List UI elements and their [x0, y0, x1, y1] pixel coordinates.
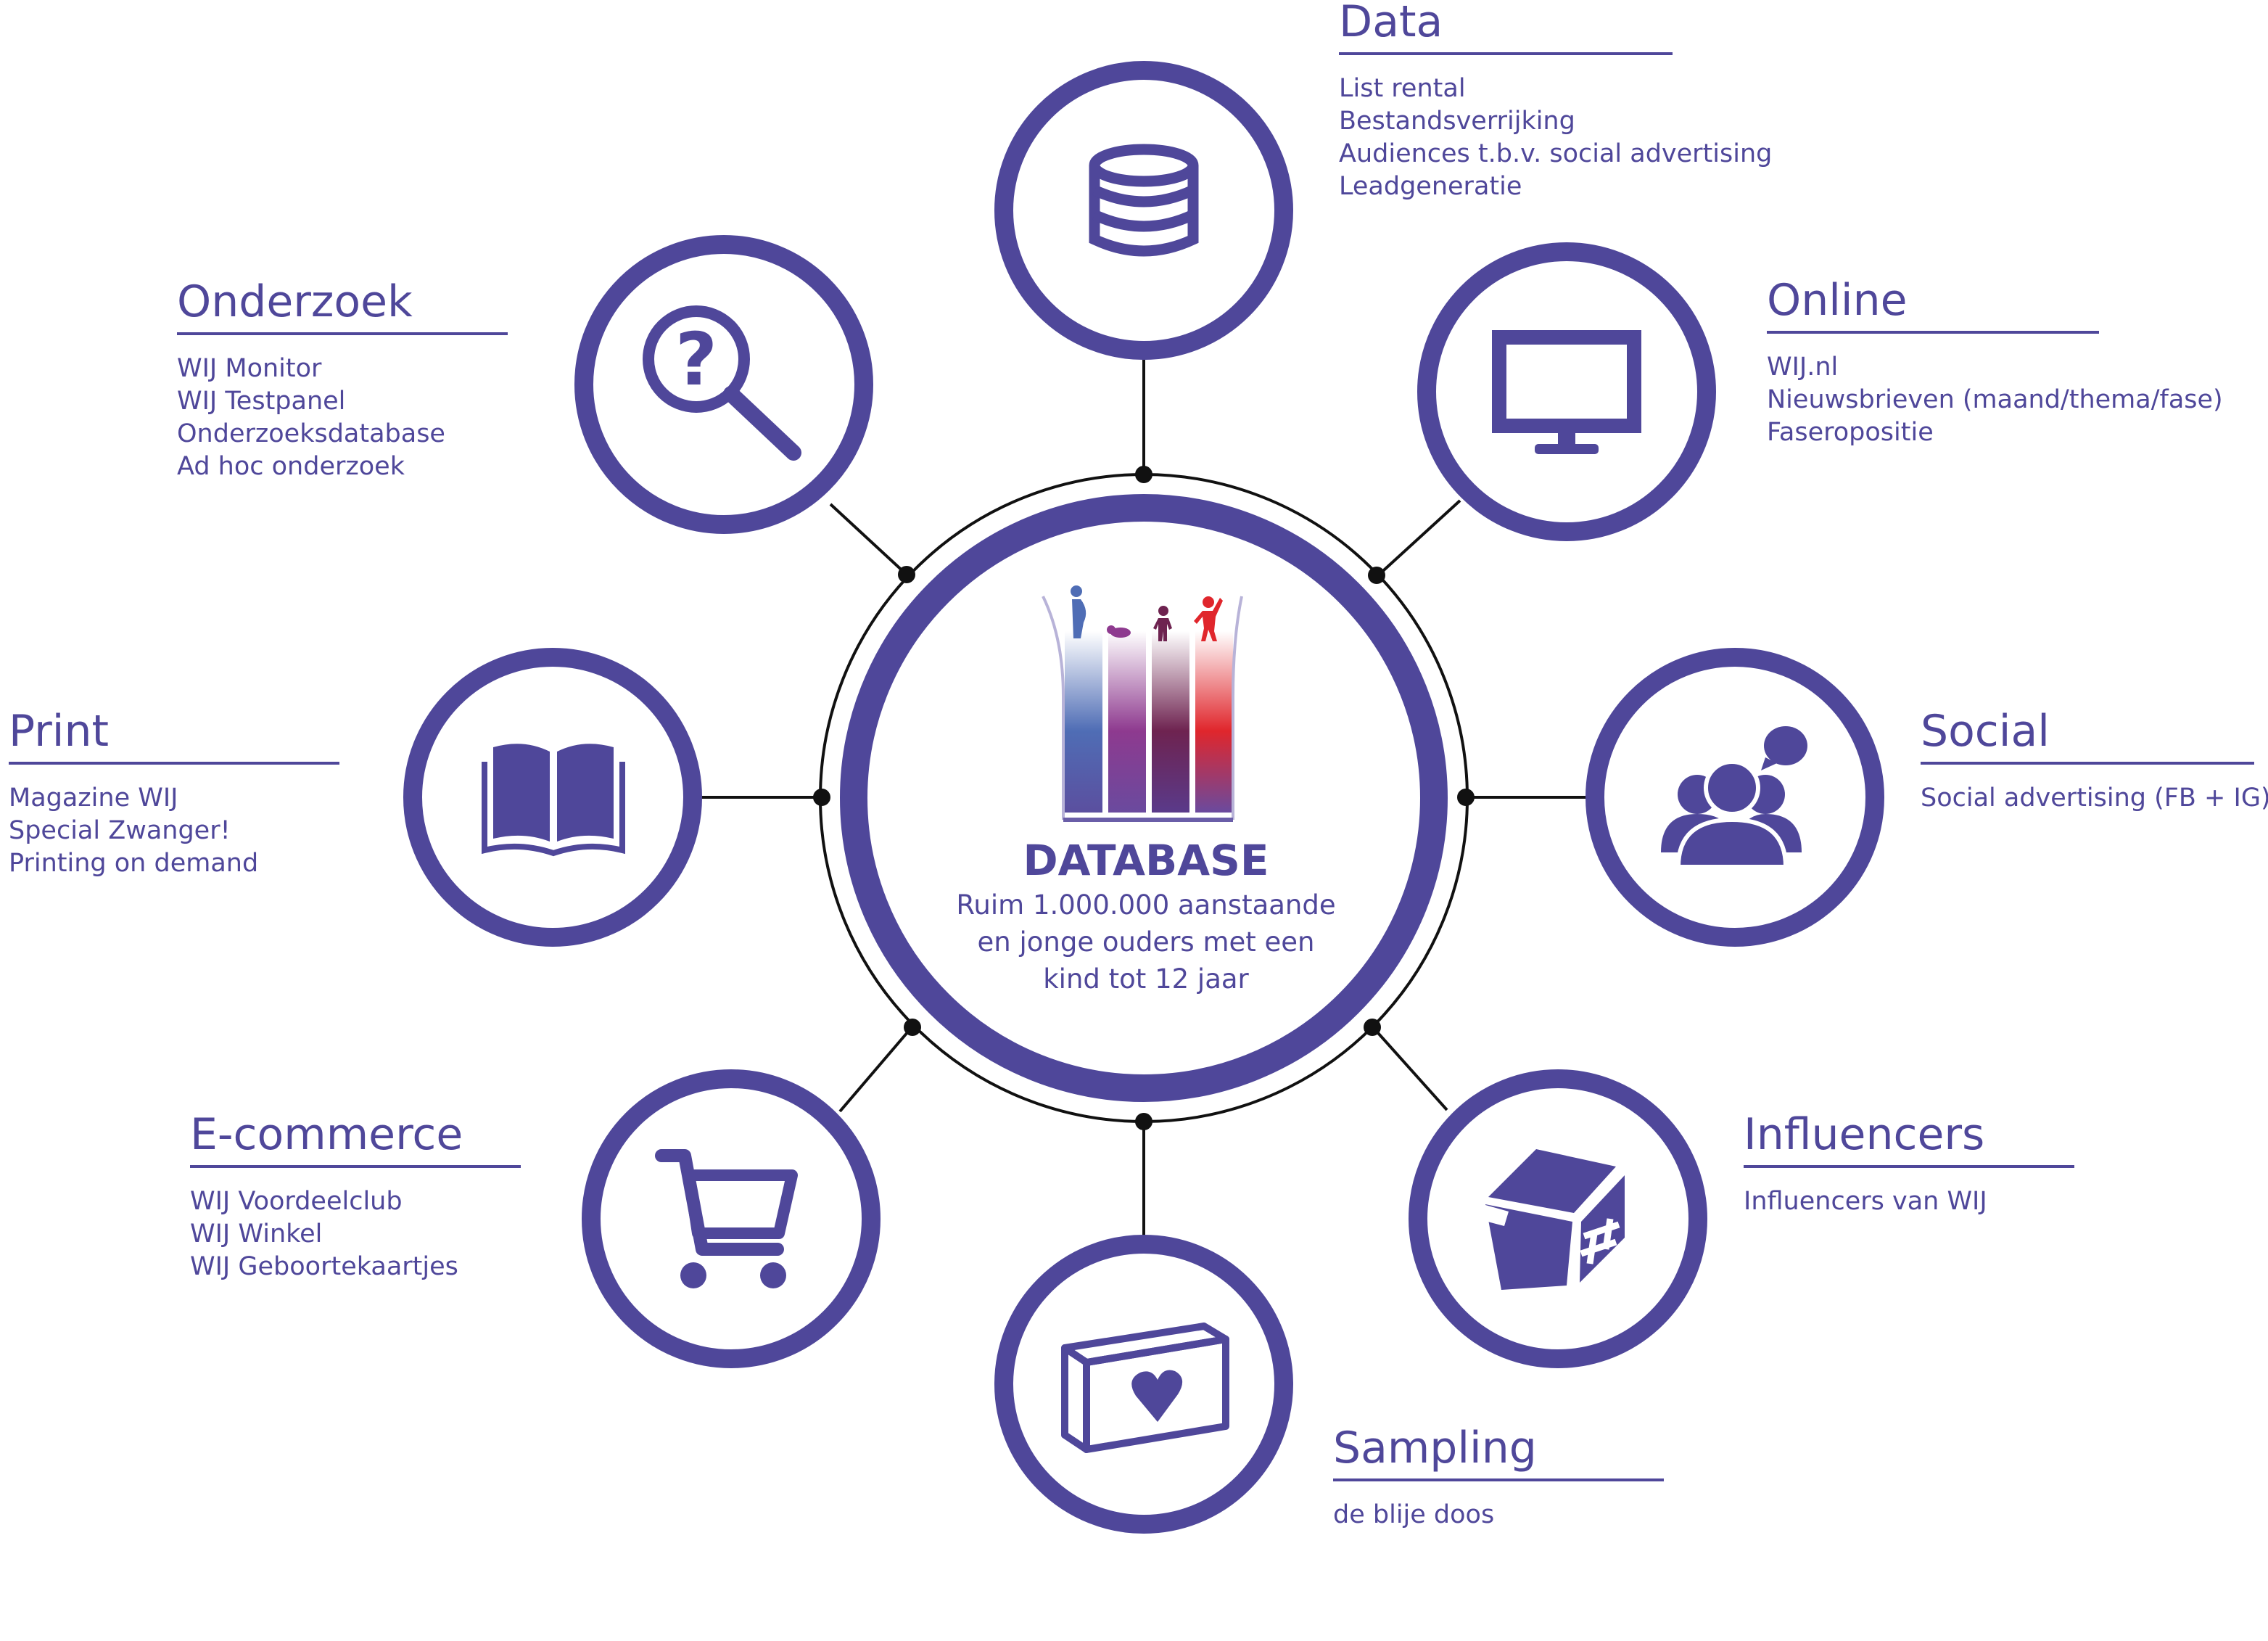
node-online — [1417, 242, 1716, 541]
shopping-cart-icon — [655, 1149, 798, 1288]
label-print-list: Magazine WIJ Special Zwanger! Printing o… — [9, 782, 339, 880]
label-social-title: Social — [1921, 705, 2254, 765]
list-item: WIJ Voordeelclub — [190, 1187, 403, 1216]
label-sampling-list: de blije doos — [1333, 1499, 1664, 1531]
list-item: WIJ Testpanel — [177, 387, 346, 416]
hashtag-box-icon — [1472, 1149, 1625, 1290]
list-item: Special Zwanger! — [9, 816, 231, 845]
bar-red — [1195, 631, 1233, 813]
label-social: Social Social advertising (FB + IG) — [1921, 705, 2268, 815]
svg-text:?: ? — [675, 317, 717, 402]
label-ecommerce-title: E-commerce — [190, 1109, 521, 1168]
list-item: Magazine WIJ — [9, 784, 178, 813]
list-item: Ad hoc onderzoek — [177, 452, 405, 481]
hub-dot-bottom-right — [1364, 1019, 1381, 1036]
hub-dot-left — [813, 789, 830, 806]
hub-text: DATABASE Ruim 1.000.000 aanstaande en jo… — [852, 834, 1440, 998]
node-print-ring — [403, 648, 702, 947]
list-item: Faseropositie — [1767, 418, 1934, 447]
hub-dot-bottom-left — [904, 1019, 921, 1036]
label-print: Print Magazine WIJ Special Zwanger! Prin… — [9, 705, 339, 880]
list-item: Printing on demand — [9, 849, 259, 878]
bar-blue — [1065, 631, 1102, 813]
node-onderzoek-ring — [574, 235, 873, 534]
hub-dot-top — [1135, 466, 1152, 483]
hub-dots — [813, 466, 1475, 1130]
monitor-icon — [1492, 330, 1641, 454]
label-online-title: Online — [1767, 274, 2099, 334]
node-data — [994, 61, 1293, 360]
open-book-icon — [482, 744, 625, 857]
list-item: WIJ.nl — [1767, 353, 1839, 382]
list-item: WIJ Geboortekaartjes — [190, 1252, 458, 1281]
list-item: Nieuwsbrieven (maand/thema/fase) — [1767, 385, 2223, 414]
list-item: List rental — [1339, 74, 1466, 103]
label-online-list: WIJ.nl Nieuwsbrieven (maand/thema/fase) … — [1767, 351, 2223, 449]
pregnant-figure-icon — [1071, 585, 1086, 638]
database-icon — [1089, 144, 1199, 257]
list-item: Onderzoeksdatabase — [177, 419, 445, 448]
connector-ecommerce — [838, 1025, 914, 1113]
label-sampling: Sampling de blije doos — [1333, 1422, 1664, 1531]
node-print — [403, 648, 702, 947]
list-item: Leadgeneratie — [1339, 172, 1522, 201]
node-online-ring — [1417, 242, 1716, 541]
node-onderzoek: ? — [574, 235, 873, 534]
node-ecommerce — [582, 1069, 881, 1368]
connectors — [685, 359, 1593, 1244]
label-online: Online WIJ.nl Nieuwsbrieven (maand/thema… — [1767, 274, 2223, 449]
bar-maroon — [1152, 631, 1189, 813]
hub-dot-right — [1457, 789, 1475, 806]
users-chat-icon — [1661, 726, 1807, 869]
node-influencers — [1409, 1069, 1707, 1368]
label-onderzoek-list: WIJ Monitor WIJ Testpanel Onderzoeksdata… — [177, 353, 508, 483]
list-item: Bestandsverrijking — [1339, 107, 1575, 136]
hub-heading: DATABASE — [1023, 836, 1269, 885]
bar-purple — [1108, 631, 1146, 813]
tube-right-edge — [1232, 596, 1243, 820]
label-ecommerce: E-commerce WIJ Voordeelclub WIJ Winkel W… — [190, 1109, 521, 1283]
label-ecommerce-list: WIJ Voordeelclub WIJ Winkel WIJ Geboorte… — [190, 1185, 521, 1283]
label-influencers-title: Influencers — [1744, 1109, 2074, 1168]
label-data: Data List rental Bestandsverrijking Audi… — [1339, 0, 1773, 203]
label-influencers: Influencers Influencers van WIJ — [1744, 1109, 2074, 1218]
list-item: Influencers van WIJ — [1744, 1187, 1987, 1216]
label-onderzoek: Onderzoek WIJ Monitor WIJ Testpanel Onde… — [177, 276, 508, 483]
node-social — [1585, 648, 1884, 947]
hub-line-3: kind tot 12 jaar — [1043, 963, 1249, 995]
baby-figure-icon — [1107, 625, 1131, 638]
label-social-list: Social advertising (FB + IG) — [1921, 782, 2268, 815]
child-figure-icon — [1153, 606, 1172, 641]
label-print-title: Print — [9, 705, 339, 765]
hub-line-2: en jonge ouders met een — [977, 926, 1315, 958]
node-data-ring — [994, 61, 1293, 360]
node-sampling — [994, 1235, 1293, 1534]
hub-line-1: Ruim 1.000.000 aanstaande — [956, 889, 1336, 921]
label-data-title: Data — [1339, 0, 1673, 55]
tube-left-edge — [1042, 596, 1065, 820]
list-item: de blije doos — [1333, 1500, 1495, 1529]
label-influencers-list: Influencers van WIJ — [1744, 1185, 2074, 1218]
label-data-list: List rental Bestandsverrijking Audiences… — [1339, 73, 1773, 203]
heart-box-icon — [1061, 1323, 1229, 1453]
label-sampling-title: Sampling — [1333, 1422, 1664, 1481]
kid-jumping-icon — [1194, 596, 1223, 641]
list-item: Audiences t.b.v. social advertising — [1339, 139, 1773, 168]
hub-dot-top-left — [898, 566, 915, 583]
connector-online — [1375, 499, 1461, 578]
label-onderzoek-title: Onderzoek — [177, 276, 508, 335]
database-logo — [1042, 585, 1243, 822]
magnifier-question-icon: ? — [643, 305, 801, 461]
connector-onderzoek — [829, 503, 908, 576]
list-item: Social advertising (FB + IG) — [1921, 784, 2268, 813]
list-item: WIJ Winkel — [190, 1220, 323, 1249]
list-item: WIJ Monitor — [177, 354, 322, 383]
hub-dot-top-right — [1368, 567, 1385, 584]
hub-dot-bottom — [1135, 1113, 1152, 1130]
connector-influencers — [1371, 1025, 1448, 1111]
node-ecommerce-ring — [582, 1069, 881, 1368]
